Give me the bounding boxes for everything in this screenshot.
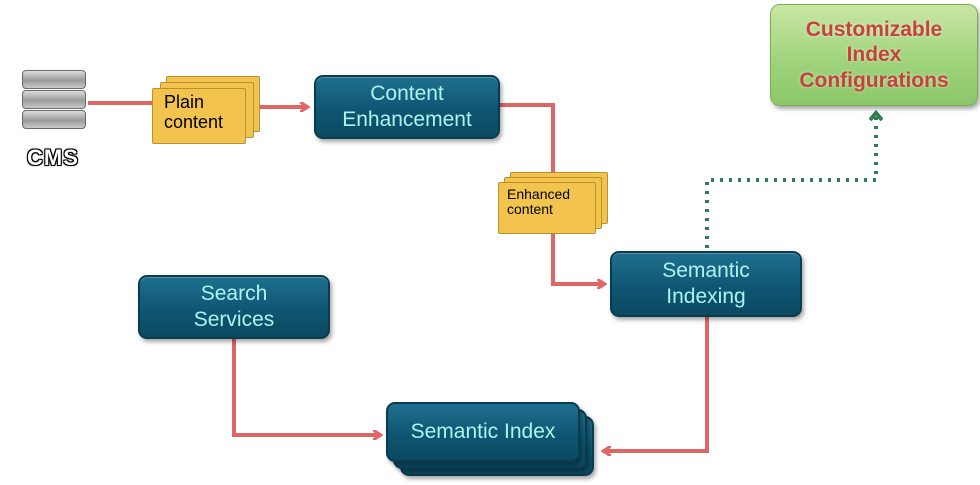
cms-database-icon: CMS — [18, 68, 88, 174]
edge-search-services-to-semantic-index — [232, 338, 380, 435]
plain-content-documents: Plain content — [152, 76, 262, 146]
edge-enhanced-content-to-semantic-indexing — [551, 228, 604, 284]
document-sheet — [498, 182, 596, 234]
customizable-index-line1: Customizable — [805, 18, 943, 42]
customizable-index-configurations-label: Customizable Index Configurations — [799, 17, 948, 93]
semantic-indexing-box[interactable]: Semantic Indexing — [610, 251, 802, 317]
database-disk — [22, 110, 86, 129]
enhanced-content-label: Enhanced content — [507, 186, 571, 218]
edge-semantic-indexing-to-customizable-index — [705, 114, 876, 248]
customizable-index-configurations-box[interactable]: Customizable Index Configurations — [770, 4, 978, 106]
stack-layer-front: Semantic Index — [386, 402, 580, 462]
content-enhancement-line1: Content — [370, 81, 444, 105]
cms-label: CMS — [27, 145, 79, 170]
search-services-label: Search Services — [194, 281, 275, 334]
enhanced-content-line2: content — [507, 201, 553, 218]
enhanced-content-line1: Enhanced — [507, 186, 571, 202]
plain-content-label: Plain content — [164, 92, 224, 133]
content-enhancement-label: Content Enhancement — [342, 81, 472, 134]
semantic-index-label: Semantic Index — [410, 419, 556, 443]
plain-content-line1: Plain — [164, 92, 205, 112]
search-services-box[interactable]: Search Services — [138, 275, 330, 339]
content-enhancement-box[interactable]: Content Enhancement — [314, 75, 500, 139]
semantic-indexing-line1: Semantic — [662, 258, 750, 282]
database-disk — [22, 70, 86, 89]
semantic-index-stack[interactable]: Semantic Index — [386, 402, 596, 482]
edge-semantic-indexing-to-semantic-index — [604, 315, 709, 451]
semantic-indexing-line2: Indexing — [666, 285, 746, 308]
customizable-index-line3: Configurations — [799, 68, 949, 92]
plain-content-line2: content — [164, 111, 224, 132]
document-sheet — [152, 88, 246, 144]
edge-content-enhancement-to-enhanced-content — [497, 103, 555, 180]
search-services-line1: Search — [200, 281, 268, 305]
customizable-index-line2: Index — [846, 43, 902, 67]
semantic-indexing-label: Semantic Indexing — [662, 258, 750, 311]
database-disk — [22, 90, 86, 109]
content-enhancement-line2: Enhancement — [342, 108, 472, 131]
search-services-line2: Services — [193, 308, 275, 331]
enhanced-content-documents: Enhanced content — [498, 172, 610, 236]
